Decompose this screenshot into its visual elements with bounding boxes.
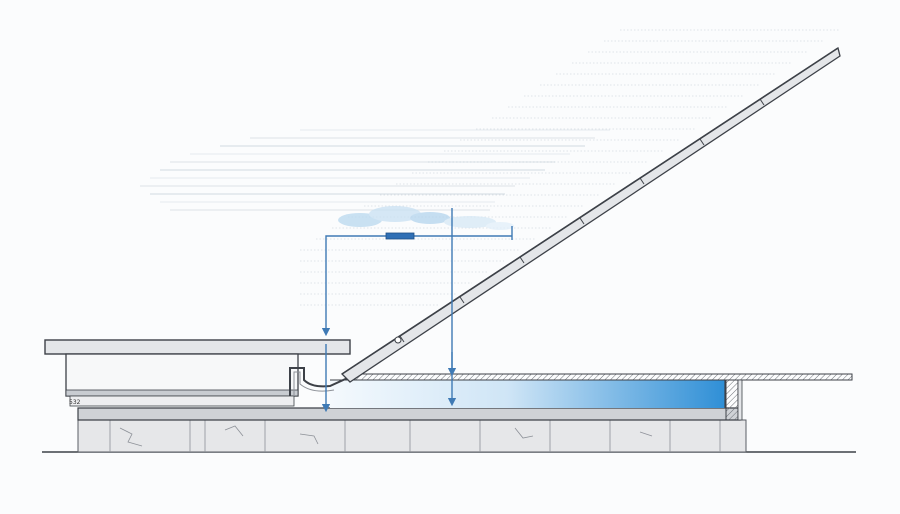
solar-panel: 532 <box>44 339 351 407</box>
flow-sensor <box>385 232 415 240</box>
cloud <box>338 206 514 230</box>
flow-arrows <box>321 208 513 413</box>
foundation-tag: 532 <box>69 399 81 406</box>
deck-slab <box>354 373 853 381</box>
canopy-roof <box>340 46 841 383</box>
end-post <box>725 379 743 421</box>
flow-path-left <box>321 235 512 337</box>
gutter-channel <box>289 367 353 396</box>
wind-lines <box>140 29 840 306</box>
base-slab <box>77 407 741 421</box>
foundation-blocks <box>77 419 747 453</box>
water-basin <box>330 379 726 408</box>
